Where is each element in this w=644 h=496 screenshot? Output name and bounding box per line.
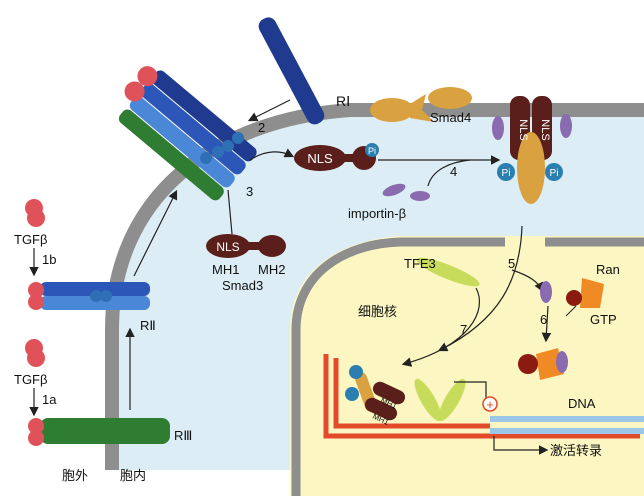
label-r3: RⅢ [174,428,192,443]
tgfb-ligand-top [25,199,45,227]
smad-dna-complex [345,365,406,421]
smad-importin-complex [492,96,572,204]
pi-label-1: Pi [368,146,376,156]
tgfb-top-label: TGFβ [14,232,47,247]
pi-label-2: Pi [502,168,511,179]
importin-beta [382,183,430,201]
gtp-label: GTP [590,312,617,327]
step-4-label: 4 [450,164,457,179]
label-r2: RⅡ [140,318,156,333]
step-1b-label: 1b [42,252,56,267]
ran-label: Ran [596,262,620,277]
step-5-label: 5 [508,256,515,271]
step-2-arrow [247,99,291,122]
dna-label: DNA [568,396,596,411]
complex-to-smad3-arrow [249,148,295,161]
smad4-free [370,87,472,122]
tfe3-label: TFE3 [404,256,436,271]
tgfb-ligand-bottom [25,339,45,367]
r2-to-complex-arrow [133,189,178,277]
nls-label-2: NLS [216,240,239,254]
phosphate-cluster [200,132,244,164]
nls-label-3: NLS [517,119,529,140]
nls-label-4: NLS [539,119,551,140]
step-7-arrow [401,287,481,367]
step-2-label: 2 [258,120,265,135]
ran-gtp [566,278,604,308]
importin-released [540,281,552,303]
plus-label: + [486,397,494,412]
outside-cell-label: 胞外 [62,469,88,484]
transcription-arrow [493,436,549,455]
activate-transcription-label: 激活转录 [550,444,602,459]
tfe3-free [416,257,480,287]
nls-label-1: NLS [307,151,333,166]
step-6-arrow [541,305,552,343]
receptor-complex [118,66,257,201]
activation-plus-marker [482,396,498,412]
importin-label: importin-β [348,206,406,221]
step-1a-label: 1a [42,392,57,407]
receptor-r3 [28,418,170,446]
tfe3-dna [414,378,466,422]
ran-importin-complex [518,348,568,380]
smad4-label: Smad4 [430,110,471,125]
tgfb-bottom-label: TGFβ [14,372,47,387]
step-3-label: 3 [246,184,253,199]
mh2-label: MH2 [258,262,285,277]
smad3-to-complex-line [227,189,233,235]
smad3-label: Smad3 [222,278,263,293]
nucleus-label: 细胞核 [358,305,397,320]
ran-gtp-link [565,305,577,317]
step-7-label: 7 [460,322,467,337]
step-6-label: 6 [540,312,547,327]
receptor-r1 [258,17,325,125]
step-5-arrow [437,225,523,352]
pi-label-3: Pi [550,168,559,179]
inside-cell-label: 胞内 [120,468,146,484]
dna-strand [323,354,644,439]
mh1-label: MH1 [212,262,239,277]
smad3-inactive: NLS [206,234,286,258]
importin-to-step4-arrow [427,159,471,187]
receptor-r2 [28,282,150,310]
label-r1: RⅠ [336,93,350,109]
activation-line [454,381,487,398]
nuclear-envelope-left [291,237,505,496]
smad3-activated: NLS Pi [294,143,379,171]
